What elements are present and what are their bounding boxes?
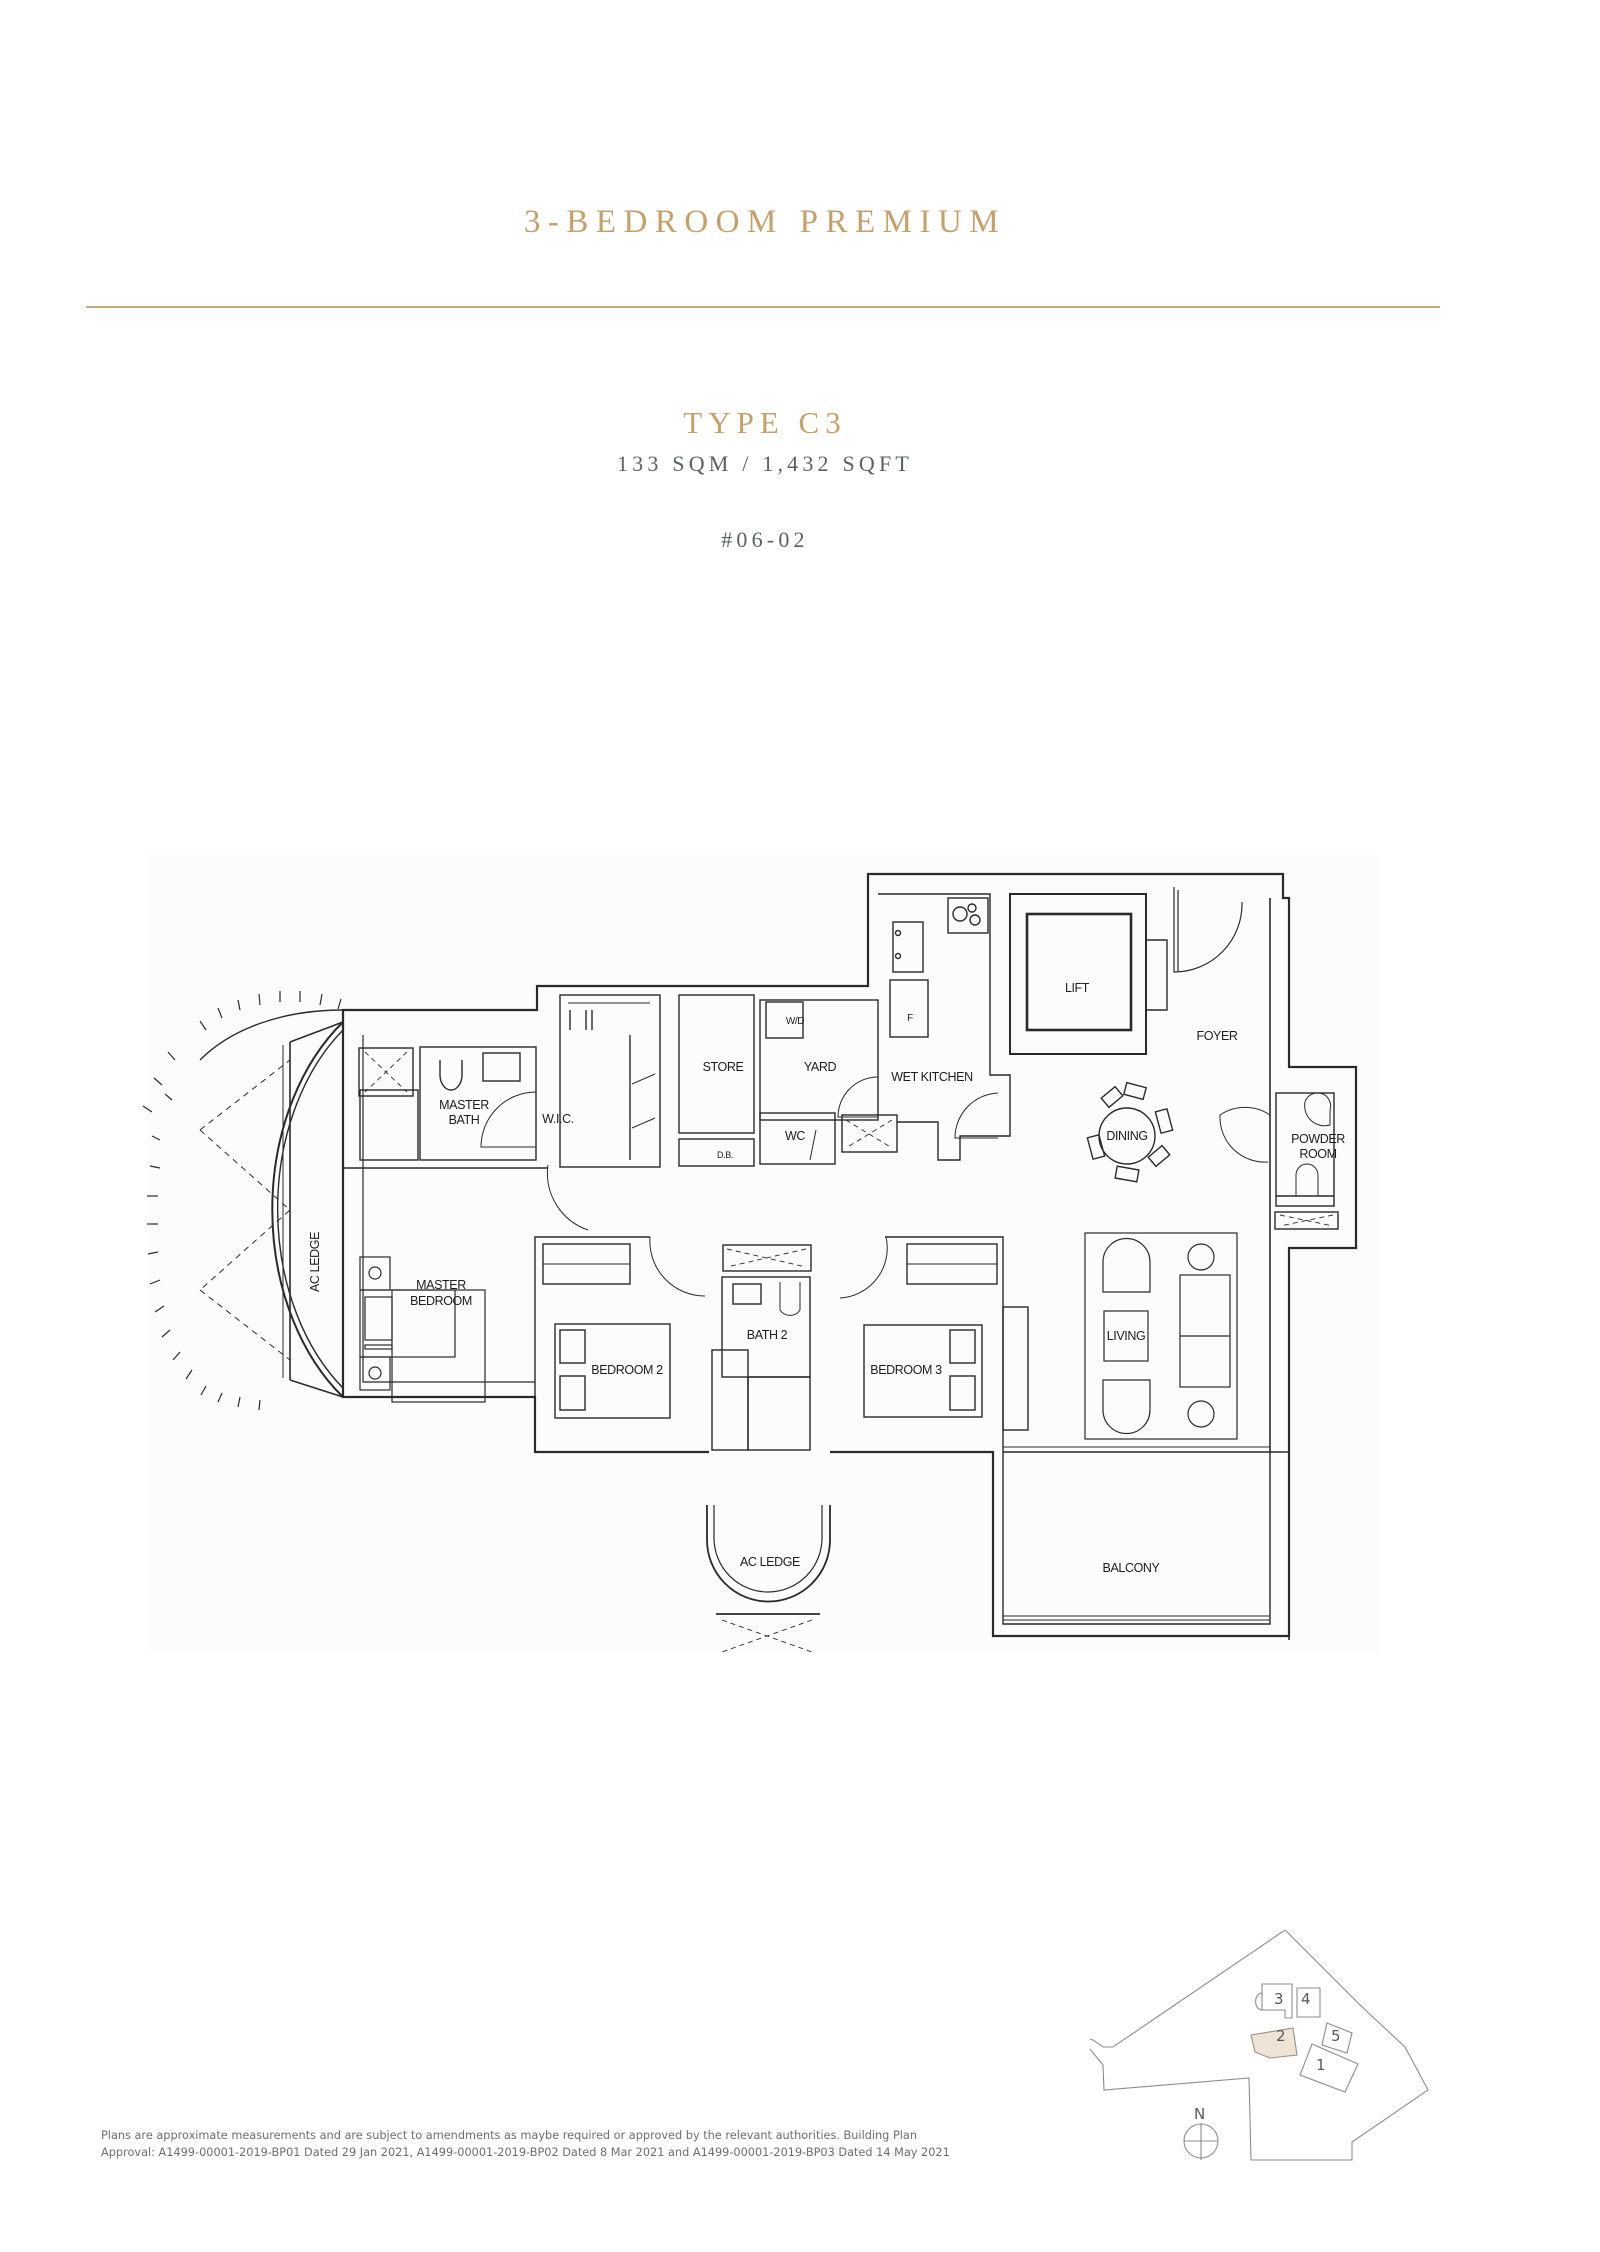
ac-ledge-west bbox=[142, 991, 344, 1411]
label-powder-room-1: POWDER bbox=[1291, 1132, 1345, 1146]
disclaimer: Plans are approximate measurements and a… bbox=[101, 2127, 1101, 2161]
label-master-bedroom-1: MASTER bbox=[416, 1278, 466, 1292]
label-bath-2: BATH 2 bbox=[747, 1328, 788, 1342]
unit-area: 133 SQM / 1,432 SQFT bbox=[616, 451, 914, 476]
label-bedroom-3: BEDROOM 3 bbox=[870, 1363, 942, 1377]
floor-plan-labels: AC LEDGE MASTER BATH W.I.C. STORE YARD W… bbox=[308, 981, 1346, 1575]
label-bedroom-2: BEDROOM 2 bbox=[591, 1363, 663, 1377]
bedroom-3 bbox=[839, 1236, 1029, 1452]
key-plan: N 3 4 2 5 1 bbox=[1090, 1930, 1429, 2161]
foyer-entry bbox=[1173, 887, 1243, 973]
wet-kitchen bbox=[878, 893, 1011, 1161]
north-label: N bbox=[1194, 2105, 1205, 2123]
block-label-3: 3 bbox=[1274, 1990, 1284, 2008]
label-yard: YARD bbox=[804, 1060, 837, 1074]
walk-in-closet bbox=[546, 994, 661, 1231]
label-wd: W/D bbox=[786, 1016, 804, 1027]
label-ac-ledge-west: AC LEDGE bbox=[308, 1232, 322, 1292]
label-wet-kitchen: WET KITCHEN bbox=[891, 1070, 973, 1084]
ac-ledge-south bbox=[706, 1505, 831, 1653]
label-wc: WC bbox=[785, 1129, 805, 1143]
label-lift: LIFT bbox=[1065, 981, 1090, 995]
block-3 bbox=[1255, 1983, 1293, 2019]
label-ac-ledge-south: AC LEDGE bbox=[740, 1555, 800, 1569]
disclaimer-line-1: Plans are approximate measurements and a… bbox=[101, 2129, 917, 2142]
site-boundary bbox=[1090, 1930, 1429, 2161]
category-title: 3-BEDROOM PREMIUM bbox=[523, 204, 1007, 240]
disclaimer-line-2: Approval: A1499-00001-2019-BP01 Dated 29… bbox=[101, 2146, 950, 2159]
block-label-1: 1 bbox=[1316, 2056, 1326, 2074]
block-2 bbox=[1250, 2027, 1298, 2059]
block-label-2: 2 bbox=[1276, 2027, 1286, 2045]
floor-plan-background bbox=[147, 855, 1378, 1653]
bath-2 bbox=[711, 1244, 812, 1451]
label-powder-room-2: ROOM bbox=[1299, 1147, 1336, 1161]
label-store: STORE bbox=[703, 1060, 744, 1074]
label-master-bath-2: BATH bbox=[449, 1113, 480, 1127]
label-dining: DINING bbox=[1106, 1129, 1147, 1143]
block-5 bbox=[1321, 2022, 1353, 2054]
service-rooms bbox=[678, 994, 898, 1167]
label-balcony-visible: BALCONY bbox=[1103, 1561, 1161, 1575]
label-master-bedroom-2: BEDROOM bbox=[410, 1294, 472, 1308]
ac-ledge-west-fins bbox=[142, 991, 342, 1411]
label-foyer: FOYER bbox=[1196, 1029, 1237, 1043]
unit-type-title: TYPE C3 bbox=[683, 405, 847, 440]
label-living: LIVING bbox=[1107, 1329, 1146, 1343]
powder-room bbox=[1219, 1092, 1339, 1230]
block-1 bbox=[1299, 2043, 1359, 2093]
master-bedroom-furniture bbox=[359, 1256, 486, 1403]
label-fridge: F bbox=[907, 1013, 913, 1024]
block-label-4: 4 bbox=[1301, 1990, 1311, 2008]
block-4 bbox=[1296, 1987, 1321, 2018]
outer-walls bbox=[341, 872, 1358, 1640]
dining-table bbox=[1086, 1081, 1174, 1183]
label-master-bath-1: MASTER bbox=[439, 1098, 489, 1112]
floor-plan bbox=[142, 872, 1358, 1653]
unit-number: #06-02 bbox=[721, 527, 809, 552]
header-divider bbox=[86, 306, 1440, 308]
master-bath bbox=[343, 1046, 548, 1169]
block-label-5: 5 bbox=[1331, 2027, 1341, 2045]
living-furniture bbox=[1084, 1232, 1238, 1440]
bedroom-2 bbox=[534, 1236, 706, 1452]
label-db: D.B. bbox=[717, 1150, 733, 1160]
lift-core bbox=[1009, 893, 1168, 1055]
label-wic: W.I.C. bbox=[542, 1112, 574, 1126]
